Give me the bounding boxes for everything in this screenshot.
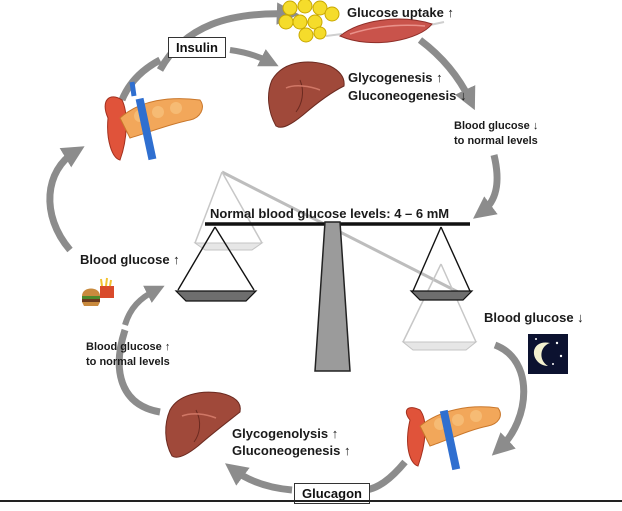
balance-scale <box>174 170 478 372</box>
arrow-pancreas-to-glucagon <box>365 459 408 494</box>
pancreas-icon <box>104 81 203 161</box>
normal-levels-label: Normal blood glucose levels: 4 – 6 mM <box>210 206 450 221</box>
right-pan <box>409 290 474 301</box>
blood-glucose-normal-down-line1: Blood glucose ↓ <box>454 120 539 132</box>
blood-glucose-normal-up-line1: Blood glucose ↑ <box>86 341 171 353</box>
gluconeogenesis-up-label: Gluconeogenesis ↑ <box>232 443 351 458</box>
liver-icon <box>165 391 241 458</box>
arrow-normal-up-to-scale <box>122 285 165 326</box>
arrow-glucagon-to-liver <box>225 463 293 494</box>
muscle-icon <box>325 18 445 44</box>
glucose-uptake-label: Glucose uptake ↑ <box>347 5 454 20</box>
liver-icon <box>268 61 345 128</box>
arrow-glucose-up-to-pancreas <box>46 146 85 253</box>
arrow-pancreas-to-insulin <box>118 56 162 102</box>
bottom-border <box>0 500 622 502</box>
blood-glucose-down-label: Blood glucose ↓ <box>484 310 584 325</box>
gluconeogenesis-down-label: Gluconeogenesis ↓ <box>348 88 467 103</box>
scale-pillar <box>314 221 351 372</box>
fat-cells-icon <box>278 0 340 43</box>
glycogenolysis-label: Glycogenolysis ↑ <box>232 426 339 441</box>
insulin-label: Insulin <box>168 37 226 58</box>
pancreas-icon <box>405 406 501 471</box>
arrow-liver-to-normal-up <box>115 328 161 416</box>
left-pan <box>174 290 258 302</box>
blood-glucose-up-label: Blood glucose ↑ <box>80 252 180 267</box>
arrow-to-normal-down <box>473 154 501 219</box>
arrow-muscle-to-liver <box>417 37 476 111</box>
glycogenesis-label: Glycogenesis ↑ <box>348 70 443 85</box>
moon-stars-icon <box>528 334 568 374</box>
glucagon-label: Glucagon <box>294 483 370 504</box>
arrow-night-to-pancreas <box>491 341 528 456</box>
arrow-insulin-to-liver <box>229 47 279 67</box>
blood-glucose-normal-up-line2: to normal levels <box>86 356 170 368</box>
blood-glucose-normal-down-line2: to normal levels <box>454 135 538 147</box>
fast-food-icon <box>82 277 114 306</box>
